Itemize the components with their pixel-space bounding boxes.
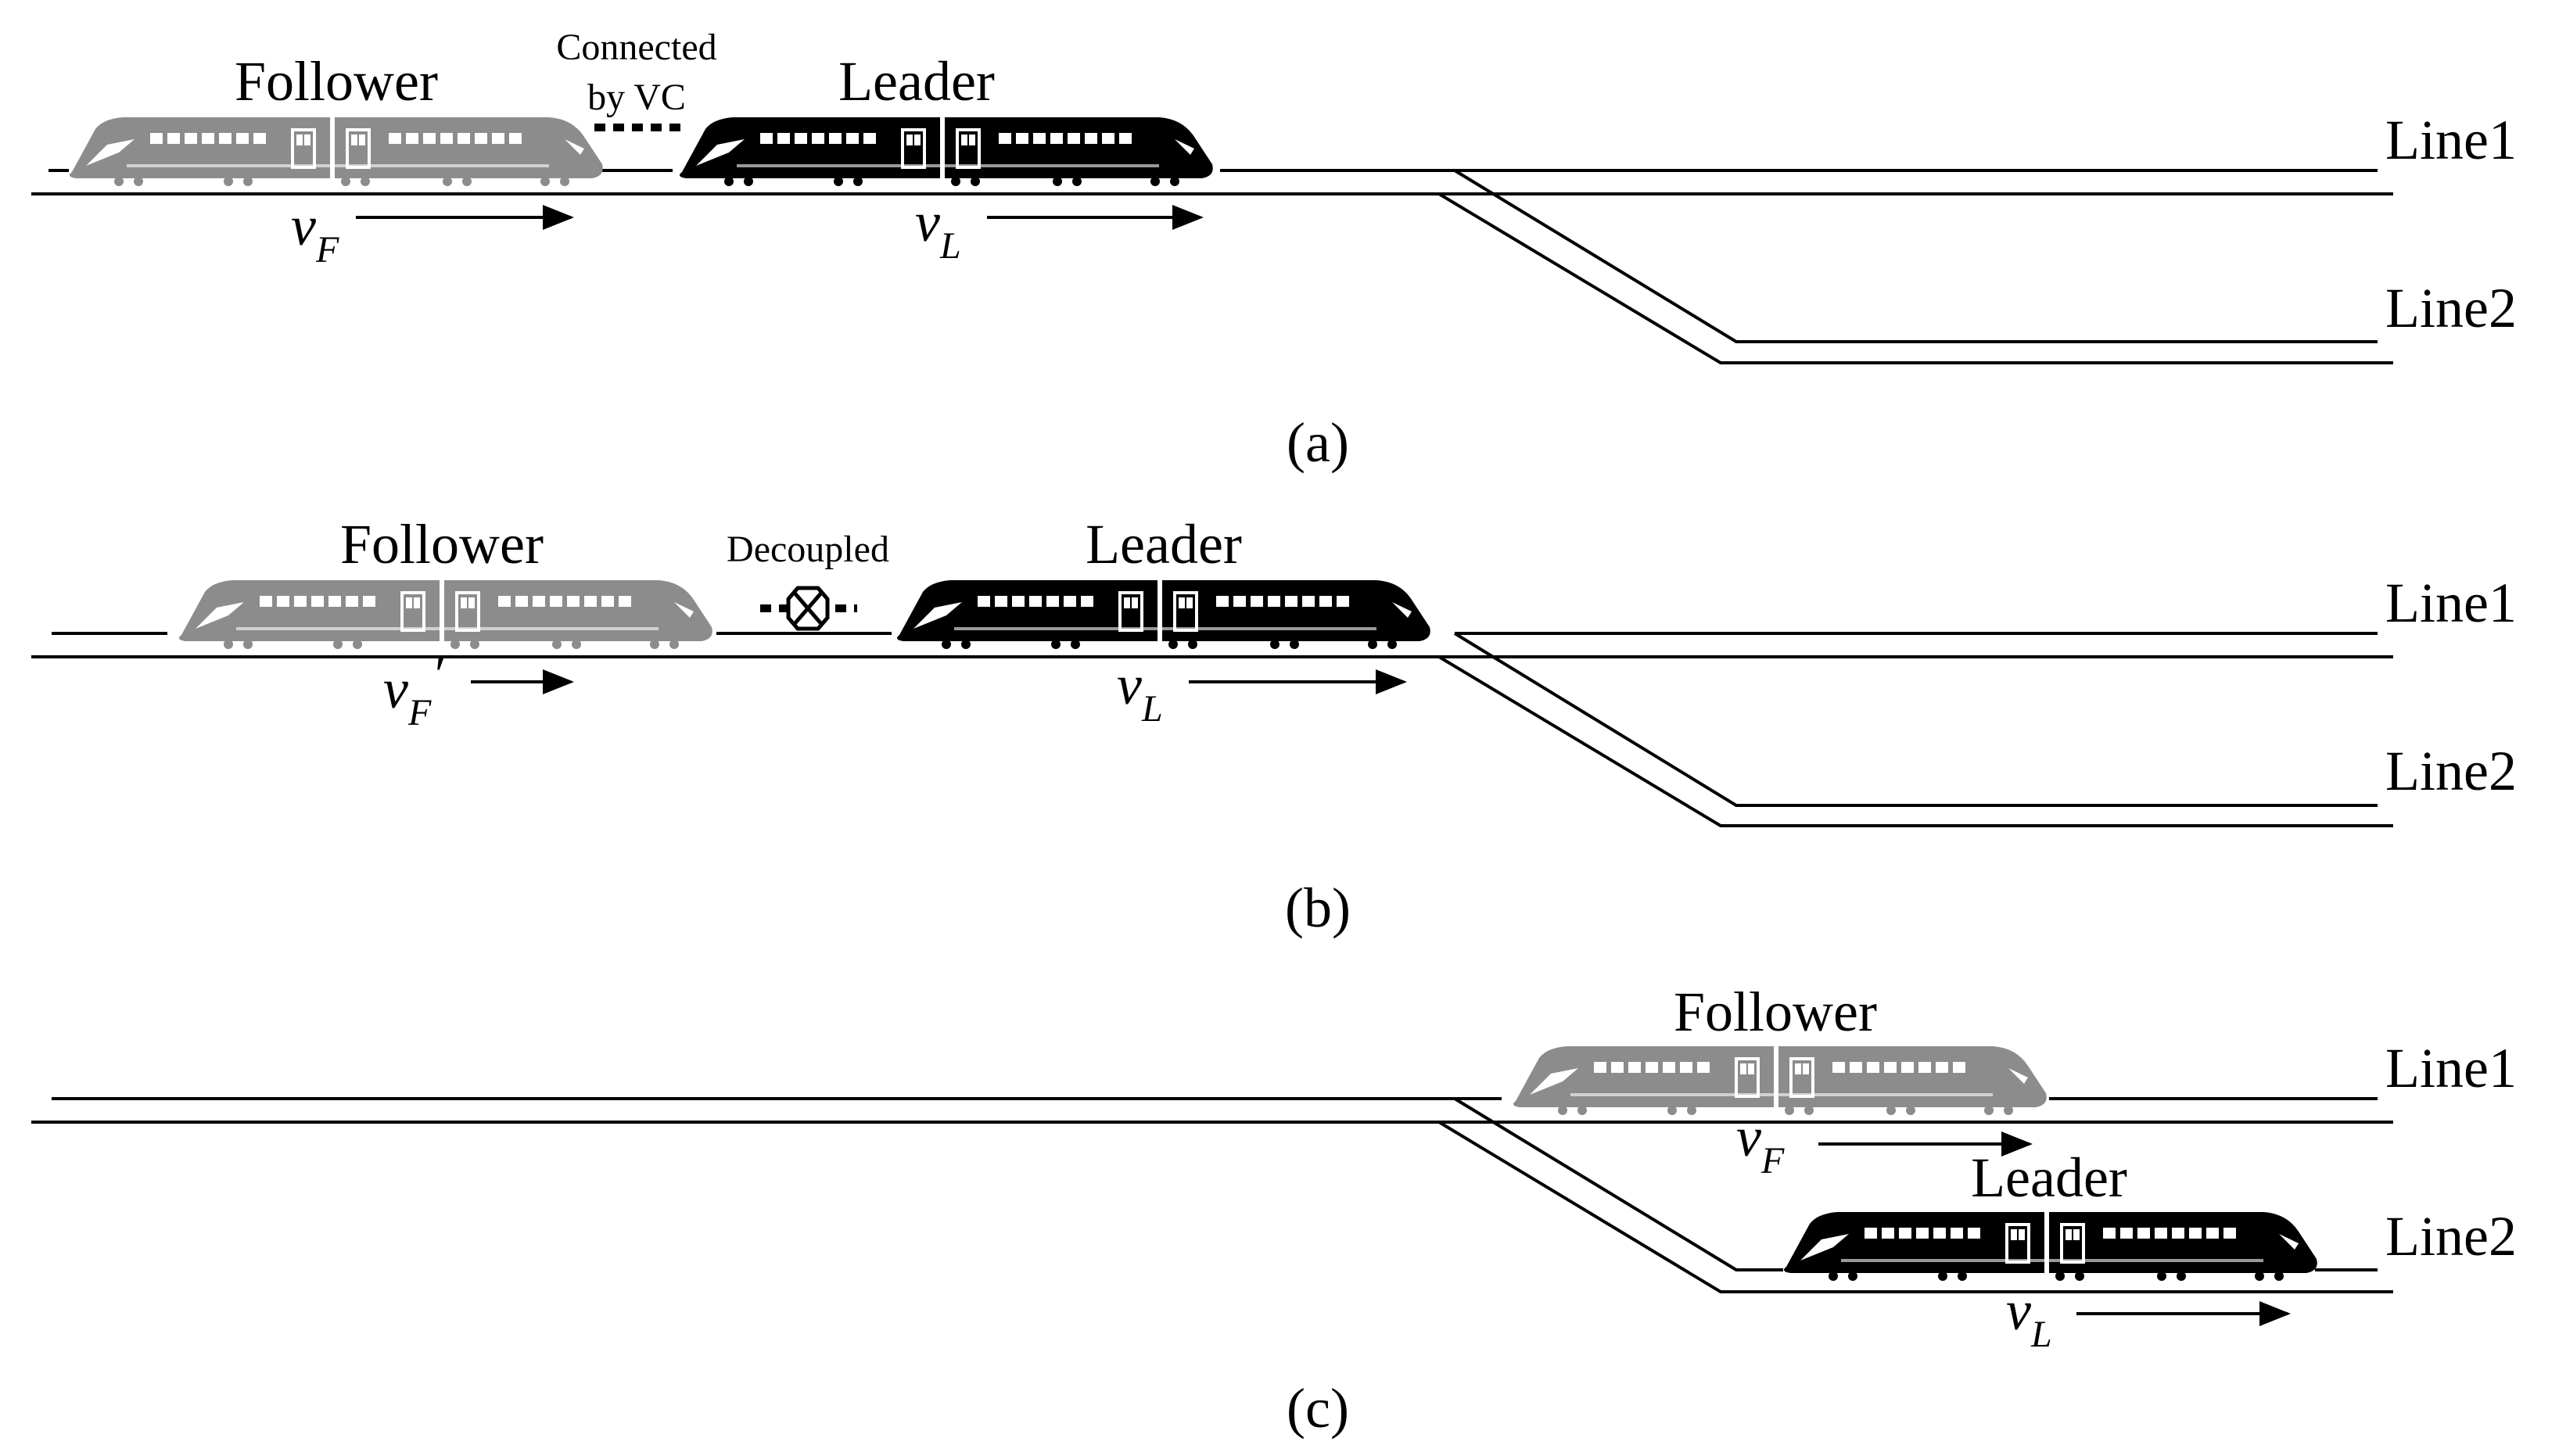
panel-c-leader-train xyxy=(1783,1210,2317,1281)
panel-c: Follower Leader vF vL Line1 Line2 (c) xyxy=(31,981,2517,1440)
panel-c-follower-label: Follower xyxy=(1674,981,1877,1043)
panel-c-leader-label: Leader xyxy=(1971,1146,2127,1209)
panel-b-line1-label: Line1 xyxy=(2385,572,2517,634)
panel-a: Connected by VC Follower Leader vF vL Li… xyxy=(31,27,2517,474)
panel-b: Decoupled Follower Leader vF′ vL Line1 L… xyxy=(31,513,2517,939)
panel-b-leader-train xyxy=(896,579,1430,649)
panel-a-follower-label: Follower xyxy=(235,50,438,113)
panel-a-leader-train xyxy=(679,116,1213,186)
panel-a-line2-label: Line2 xyxy=(2385,277,2517,339)
panel-b-follower-train xyxy=(178,579,712,649)
panel-a-leader-speed: vL xyxy=(915,191,961,267)
panel-a-leader-label: Leader xyxy=(838,50,995,113)
panel-a-tracks xyxy=(31,169,2393,364)
panel-b-caption: (b) xyxy=(1285,877,1351,939)
panel-c-line1-label: Line1 xyxy=(2385,1037,2517,1099)
panel-a-follower-train xyxy=(69,116,603,186)
panel-b-decouple-cross-icon xyxy=(786,586,830,631)
panel-c-leader-speed: vL xyxy=(2006,1279,2052,1355)
panel-c-tracks xyxy=(31,1097,2393,1293)
panel-b-tracks xyxy=(31,632,2393,827)
panel-a-follower-speed: vF xyxy=(291,195,339,271)
panel-a-line1-label: Line1 xyxy=(2385,109,2517,171)
panel-a-link-label-1: Connected xyxy=(556,27,716,68)
panel-b-line2-label: Line2 xyxy=(2385,740,2517,802)
panel-b-follower-label: Follower xyxy=(340,513,544,576)
panel-c-follower-train xyxy=(1513,1045,2047,1115)
panel-c-line2-label: Line2 xyxy=(2385,1205,2517,1268)
panel-c-follower-speed: vF xyxy=(1736,1106,1785,1182)
panel-a-caption: (a) xyxy=(1287,411,1349,474)
panel-a-link-label-2: by VC xyxy=(587,77,686,118)
panel-b-leader-speed: vL xyxy=(1117,654,1163,730)
panel-b-link-label-1: Decoupled xyxy=(727,529,889,570)
panel-b-follower-speed: vF′ xyxy=(383,644,444,733)
panel-b-leader-label: Leader xyxy=(1086,513,1242,576)
panel-c-caption: (c) xyxy=(1287,1377,1349,1440)
